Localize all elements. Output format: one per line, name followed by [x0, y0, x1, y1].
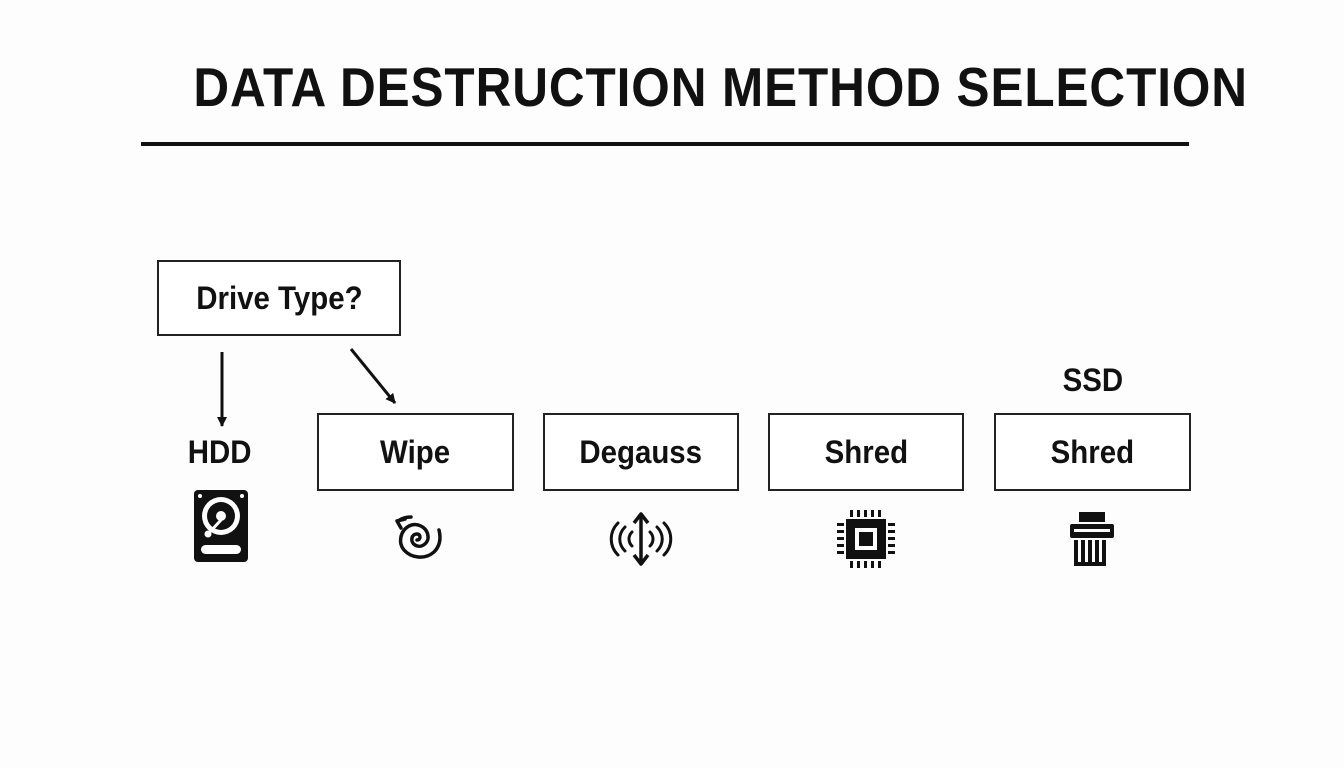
chip-icon [837, 510, 895, 568]
page-title: DATA DESTRUCTION METHOD SELECTION [193, 56, 1248, 118]
arrow-to-wipe [349, 348, 397, 404]
shredder-icon [1070, 512, 1114, 566]
hard-drive-icon [194, 490, 248, 562]
ssd-label: SSD [1062, 362, 1124, 398]
method-box-shred-ssd: Shred [994, 413, 1191, 491]
decision-node-label: Drive Type? [195, 279, 363, 316]
title-underline [141, 142, 1189, 146]
method-box-shred-chip: Shred [768, 413, 964, 491]
decision-node-drive-type: Drive Type? [157, 260, 401, 336]
method-box-wipe: Wipe [317, 413, 514, 491]
method-box-degauss: Degauss [543, 413, 739, 491]
magnetic-field-icon [609, 512, 673, 566]
hdd-label: HDD [188, 434, 252, 470]
spiral-wipe-icon [395, 515, 442, 559]
